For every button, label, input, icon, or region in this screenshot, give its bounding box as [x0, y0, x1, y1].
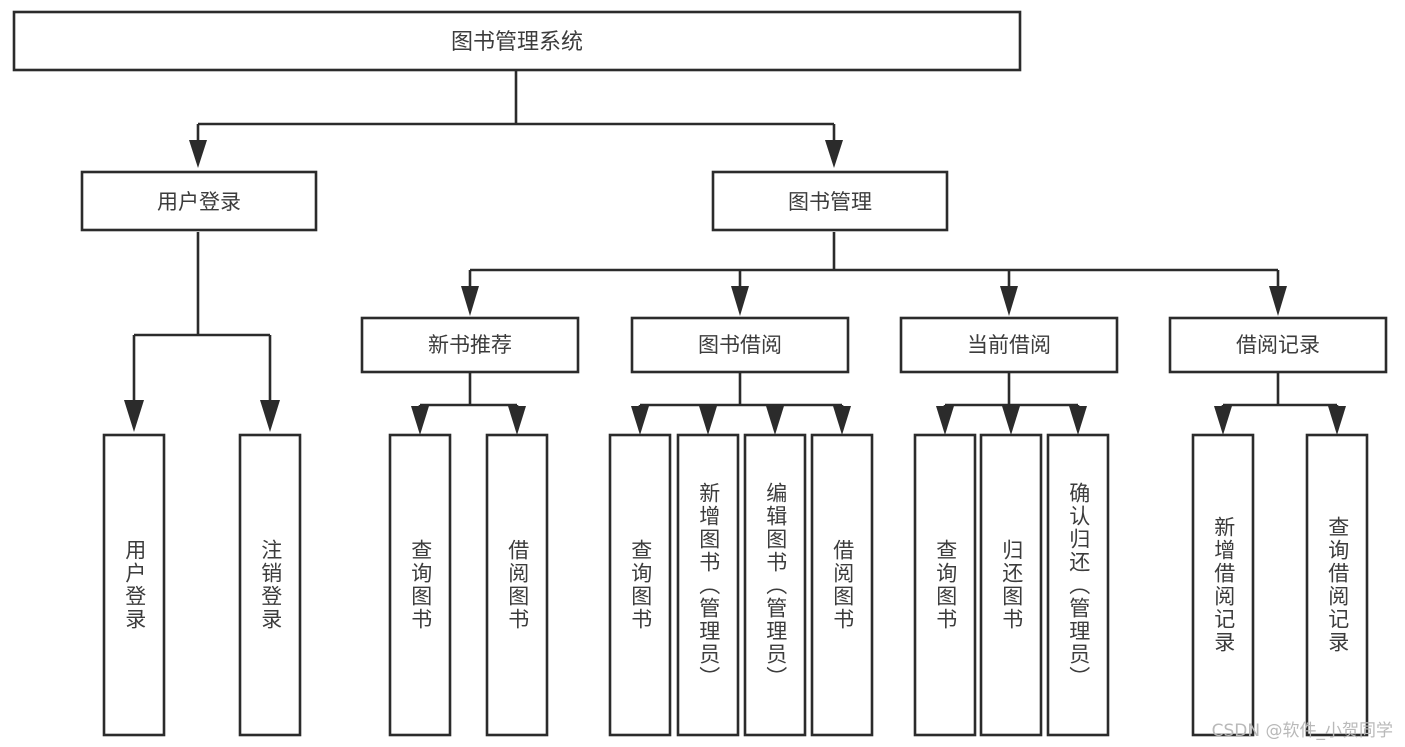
leaf-box-current-borrow-1[interactable] [979, 433, 1043, 737]
connector-userlogin-to-leaves [124, 232, 280, 432]
node-new-book-recommend-label: 新书推荐 [428, 333, 512, 357]
node-new-book-recommend-box[interactable] [360, 316, 580, 374]
node-book-borrow[interactable]: 图书借阅 [630, 316, 850, 374]
leaf-box-book-borrow-2[interactable] [743, 433, 807, 737]
connector-bookborrow-to-leaves [631, 372, 851, 435]
node-book-management-label: 图书管理 [788, 190, 872, 214]
node-current-borrow[interactable]: 当前借阅 [899, 316, 1119, 374]
leaf-box-current-borrow-2[interactable] [1046, 433, 1110, 737]
node-root[interactable]: 图书管理系统 [12, 10, 1022, 72]
connector-root-to-level1 [189, 70, 843, 168]
node-book-management[interactable]: 图书管理 [711, 170, 949, 232]
leaf-box-current-borrow-0[interactable] [913, 433, 977, 737]
connector-borrowrecord-to-leaves [1214, 372, 1346, 435]
leaf-box-borrow-record-1[interactable] [1305, 433, 1369, 737]
leaf-box-book-borrow-1[interactable] [676, 433, 740, 737]
connector-currentborrow-to-leaves [936, 372, 1087, 435]
leaf-box-new-book-1[interactable] [485, 433, 549, 737]
node-book-borrow-label: 图书借阅 [698, 333, 782, 357]
node-new-book-recommend[interactable]: 新书推荐 [360, 316, 580, 374]
node-borrow-record-label: 借阅记录 [1236, 333, 1320, 357]
leaf-box-borrow-record-0[interactable] [1191, 433, 1255, 737]
node-book-management-box[interactable] [711, 170, 949, 232]
node-current-borrow-box[interactable] [899, 316, 1119, 374]
node-book-borrow-box[interactable] [630, 316, 850, 374]
watermark-text: CSDN @软件_小贺同学 [1211, 721, 1393, 741]
leaf-box-new-book-0[interactable] [388, 433, 452, 737]
node-borrow-record[interactable]: 借阅记录 [1168, 316, 1388, 374]
node-user-login[interactable]: 用户登录 [80, 170, 318, 232]
node-root-label: 图书管理系统 [451, 30, 583, 55]
node-user-login-label: 用户登录 [157, 190, 241, 214]
node-current-borrow-label: 当前借阅 [967, 333, 1051, 357]
leaf-box-book-borrow-3[interactable] [810, 433, 874, 737]
node-root-box[interactable] [12, 10, 1022, 72]
leaf-box-user-login-0[interactable] [102, 433, 166, 737]
node-user-login-box[interactable] [80, 170, 318, 232]
leaf-box-book-borrow-0[interactable] [608, 433, 672, 737]
leaf-box-user-login-1[interactable] [238, 433, 302, 737]
connector-bookmgmt-to-level2 [461, 232, 1287, 316]
node-borrow-record-box[interactable] [1168, 316, 1388, 374]
connector-newbook-to-leaves [411, 372, 526, 435]
